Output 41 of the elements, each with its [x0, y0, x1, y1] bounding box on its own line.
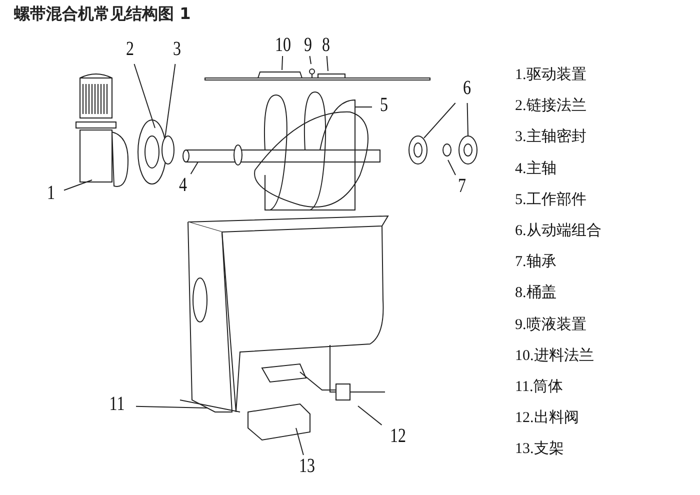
part-list-item: 13.支架 — [515, 440, 564, 458]
part-list-item: 2.链接法兰 — [515, 97, 586, 116]
part-list-item: 11.筒体 — [515, 378, 564, 396]
callout-number: 7 — [452, 175, 472, 201]
leader-line — [326, 56, 328, 72]
callout-number: 9 — [302, 34, 314, 56]
leader-line — [424, 102, 456, 138]
title: 螺带混合机常见结构图 1 — [14, 4, 191, 25]
callout-number: 12 — [382, 425, 414, 451]
part-list-item: 9.喷液装置 — [515, 316, 586, 334]
leader-line — [358, 406, 382, 426]
leader-line — [309, 56, 312, 64]
callout-number: 1 — [40, 182, 62, 208]
part-list-item: 5.工作部件 — [515, 190, 586, 209]
leader-line — [64, 180, 92, 191]
part-list-item: 4.主轴 — [515, 160, 556, 178]
leader-line — [296, 428, 304, 456]
leader-line — [448, 160, 456, 176]
part-list-item: 10.进料法兰 — [515, 346, 594, 365]
leader-line — [466, 102, 468, 136]
callout-number: 11 — [102, 393, 132, 419]
callout-number: 2 — [120, 38, 140, 64]
part-list-item: 12.出料阀 — [515, 409, 579, 428]
leader-line — [136, 406, 208, 408]
part-list-item: 8.桶盖 — [515, 284, 556, 302]
leader-line — [134, 64, 156, 128]
callout-number: 5 — [374, 94, 394, 120]
callout-number: 13 — [292, 455, 322, 481]
part-list-item: 1.驱动装置 — [515, 66, 586, 84]
leader-line — [354, 106, 372, 108]
part-list-item: 6.从动端组合 — [515, 222, 602, 240]
callout-number: 6 — [457, 77, 477, 103]
part-list-item: 7.轴承 — [515, 253, 556, 272]
callout-number: 10 — [269, 34, 297, 56]
callout-number: 3 — [167, 38, 187, 64]
leader-line — [282, 56, 284, 70]
part-list-item: 3.主轴密封 — [515, 128, 586, 146]
leader-line — [164, 64, 176, 138]
callout-number: 8 — [320, 34, 332, 56]
leader-line — [190, 162, 198, 174]
callout-number: 4 — [173, 174, 193, 200]
